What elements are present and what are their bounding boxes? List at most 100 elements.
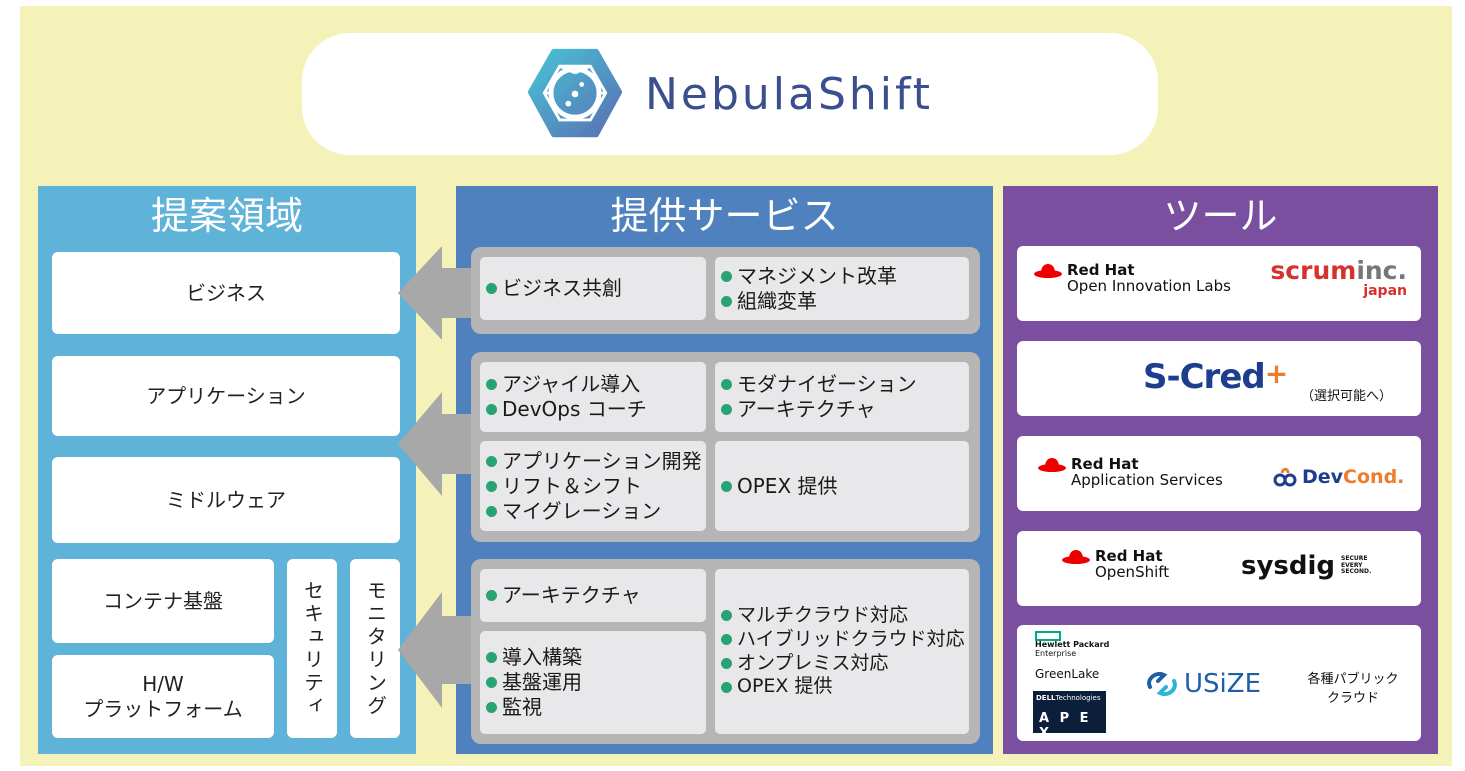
domain-hw-platform: H/W プラットフォーム	[52, 655, 274, 738]
service-item: OPEX 提供	[721, 474, 969, 499]
service-item: 監視	[486, 695, 706, 720]
service-box-agile: アジャイル導入 DevOps コーチ	[480, 362, 706, 432]
devcond-logo: DevCond.	[1273, 466, 1404, 488]
service-item-label: ビジネス共創	[502, 276, 622, 300]
dell-text: DELL	[1036, 694, 1056, 702]
bullet-icon	[721, 610, 732, 622]
domain-security-label: セキュリティ	[300, 579, 325, 718]
arrow-left-infrastructure	[398, 592, 480, 708]
bullet-icon	[486, 505, 497, 517]
scred-note: （選択可能へ）	[1301, 389, 1393, 404]
dell-tech-text: Technologies	[1055, 694, 1101, 702]
tool-box-innovation-labs: Red Hat Open Innovation Labs scruminc. j…	[1017, 246, 1421, 321]
domain-application: アプリケーション	[52, 356, 400, 436]
bullet-icon	[721, 634, 732, 646]
usize-icon	[1147, 672, 1177, 696]
service-box-build: 導入構築 基盤運用 監視	[480, 631, 706, 734]
greenlake-label: GreenLake	[1035, 667, 1100, 681]
service-item-label: オンプレミス対応	[737, 651, 889, 674]
redhat-name: Red Hat	[1071, 455, 1139, 473]
public-cloud-line-2: クラウド	[1326, 690, 1379, 706]
service-item-label: アーキテクチャ	[737, 397, 876, 421]
bullet-icon	[721, 657, 732, 669]
service-item-label: OPEX 提供	[737, 473, 838, 498]
service-item: アプリケーション開発	[486, 449, 706, 474]
brand-name: NebulaShift	[645, 68, 933, 120]
service-item: ビジネス共創	[486, 276, 706, 301]
service-box-cocreation: ビジネス共創	[480, 257, 706, 320]
tools-title: ツール	[1163, 194, 1278, 238]
service-box-architecture: アーキテクチャ	[480, 569, 706, 622]
service-box-opex: OPEX 提供	[715, 441, 969, 531]
service-item: DevOps コーチ	[486, 397, 706, 422]
arrow-left-business	[398, 246, 480, 340]
hpe-name-1: Hewlett Packard	[1035, 640, 1110, 649]
bullet-icon	[721, 270, 732, 282]
apex-text: A P E X	[1039, 711, 1092, 741]
service-item-label: マイグレーション	[502, 498, 662, 523]
bullet-icon	[486, 702, 497, 713]
bullet-icon	[486, 379, 497, 390]
domain-application-label: アプリケーション	[146, 383, 306, 408]
redhat-logo: Red Hat Application Services	[1037, 455, 1223, 489]
service-item: OPEX 提供	[721, 675, 969, 699]
usize-logo: USiZE	[1144, 669, 1261, 699]
scred-plus: +	[1264, 357, 1288, 390]
hpe-logo: Hewlett Packard Enterprise	[1035, 640, 1110, 659]
domain-middleware: ミドルウェア	[52, 457, 400, 543]
service-item-label: OPEX 提供	[737, 675, 833, 698]
service-item: アーキテクチャ	[486, 583, 706, 608]
service-item-label: 基盤運用	[502, 670, 582, 694]
bullet-icon	[486, 652, 497, 663]
domain-security: セキュリティ	[287, 559, 337, 738]
service-item-label: マルチクラウド対応	[737, 604, 909, 626]
redhat-hat-icon	[1034, 264, 1062, 278]
sysdig-tag-2: EVERY	[1341, 561, 1363, 569]
service-item-label: 監視	[502, 695, 542, 719]
service-box-appdev: アプリケーション開発 リフト＆シフト マイグレーション	[480, 441, 706, 531]
scruminc-japan: japan	[1363, 283, 1407, 299]
domain-middleware-label: ミドルウェア	[166, 487, 286, 512]
redhat-logo: Red Hat OpenShift	[1061, 547, 1169, 581]
proposal-title: 提案領域	[150, 194, 303, 238]
devcond-text-a: Dev	[1302, 466, 1344, 488]
tool-box-scred: S-Cred+ （選択可能へ）	[1017, 341, 1421, 416]
bullet-icon	[486, 480, 497, 492]
bullet-icon	[486, 677, 497, 688]
domain-container-label: コンテナ基盤	[103, 588, 223, 613]
scruminc-text-b: inc.	[1356, 256, 1407, 285]
tool-box-openshift: Red Hat OpenShift sysdig SECURE EVERY SE…	[1017, 531, 1421, 606]
domain-business: ビジネス	[52, 252, 400, 334]
sysdig-text: sysdig	[1241, 551, 1336, 581]
service-item: リフト＆シフト	[486, 474, 706, 499]
service-item-label: アジャイル導入	[502, 372, 641, 396]
service-item: アジャイル導入	[486, 372, 706, 397]
service-item: オンプレミス対応	[721, 652, 969, 676]
service-item: モダナイゼーション	[721, 372, 969, 397]
service-item-label: モダナイゼーション	[737, 372, 917, 396]
services-title: 提供サービス	[610, 194, 839, 238]
service-item: 基盤運用	[486, 670, 706, 695]
redhat-hat-icon	[1062, 550, 1090, 564]
bullet-icon	[486, 455, 497, 467]
sysdig-logo: sysdig SECURE EVERY SECOND.	[1241, 551, 1371, 581]
redhat-product: Application Services	[1071, 470, 1223, 489]
redhat-name: Red Hat	[1095, 547, 1163, 565]
hpe-element-icon	[1035, 631, 1061, 641]
hpe-name-2: Enterprise	[1035, 648, 1077, 658]
bullet-icon	[486, 590, 497, 601]
service-item: ハイブリッドクラウド対応	[721, 628, 969, 652]
service-item: 組織変革	[721, 289, 969, 314]
service-item: マネジメント改革	[721, 264, 969, 289]
devcond-text-b: Cond.	[1343, 466, 1405, 488]
service-box-modernization: モダナイゼーション アーキテクチャ	[715, 362, 969, 432]
redhat-hat-icon	[1038, 458, 1066, 472]
service-item-label: 導入構築	[502, 645, 582, 669]
domain-monitoring: モニタリング	[350, 559, 400, 738]
service-item: マルチクラウド対応	[721, 604, 969, 628]
service-item-label: アーキテクチャ	[502, 583, 641, 607]
sysdig-tag-3: SECOND.	[1341, 568, 1372, 576]
devcond-icon	[1273, 467, 1297, 487]
scruminc-logo: scruminc. japan	[1267, 258, 1407, 299]
public-cloud-label: 各種パブリック クラウド	[1297, 671, 1409, 709]
